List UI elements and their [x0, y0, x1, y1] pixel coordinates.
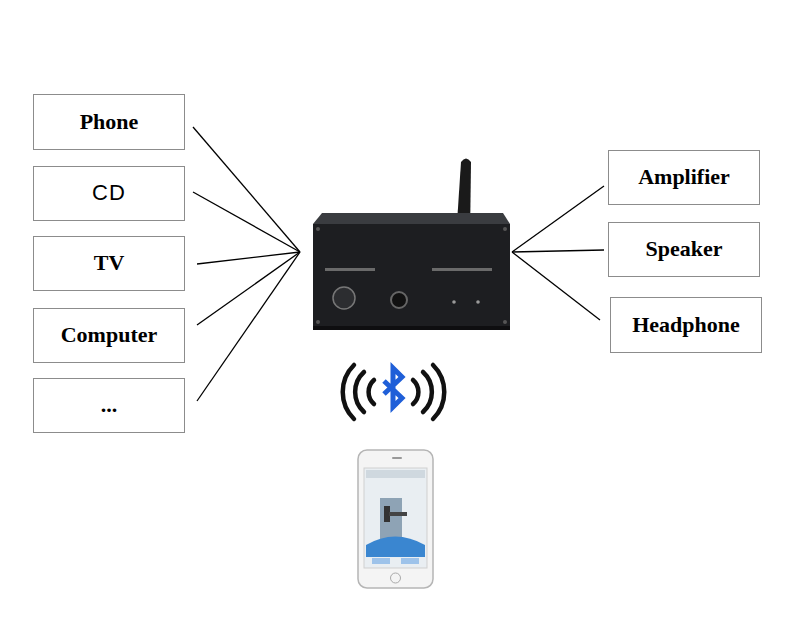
- phone-screen: [364, 468, 427, 568]
- device-box: Headphone: [610, 297, 762, 353]
- box-label: Computer: [61, 323, 158, 347]
- wire: [197, 252, 300, 325]
- led: [452, 300, 456, 304]
- door-handle: [389, 512, 407, 516]
- wave: [413, 380, 418, 404]
- device-top: [313, 213, 510, 224]
- wire: [193, 127, 300, 252]
- device-box: ...: [33, 378, 185, 433]
- led: [476, 300, 480, 304]
- phone-body: [358, 450, 433, 588]
- device-box: CD: [33, 166, 185, 221]
- box-label: CD: [92, 181, 126, 205]
- wave: [423, 372, 432, 412]
- app-bar: [366, 470, 425, 478]
- device-box: Amplifier: [608, 150, 760, 205]
- wave: [369, 380, 374, 404]
- screw: [316, 320, 320, 324]
- box-label: Speaker: [646, 237, 723, 261]
- screw: [503, 320, 507, 324]
- wire: [512, 186, 604, 252]
- bluetooth-rune: [384, 368, 402, 407]
- bluetooth-symbol: [343, 365, 445, 419]
- screw: [503, 227, 507, 231]
- device-box: Phone: [33, 94, 185, 150]
- box-label: ...: [101, 393, 118, 417]
- screw: [316, 227, 320, 231]
- box-label: Amplifier: [638, 165, 730, 189]
- audio-device: [313, 159, 510, 331]
- wave: [355, 372, 364, 412]
- wires: [193, 127, 604, 401]
- wave: [433, 365, 444, 419]
- wire: [193, 192, 300, 252]
- home-button: [391, 573, 401, 583]
- power-knob: [333, 287, 355, 309]
- device-box: TV: [33, 236, 185, 291]
- app-button: [372, 558, 390, 564]
- wire: [197, 252, 300, 401]
- wave: [343, 365, 354, 419]
- door-lock: [380, 498, 402, 540]
- wire: [512, 250, 604, 252]
- signal-waves: [343, 365, 445, 419]
- phone-speaker: [392, 457, 402, 459]
- box-label: Phone: [80, 110, 139, 134]
- device-front: [313, 224, 510, 330]
- device-box: Computer: [33, 308, 185, 363]
- device-box: Speaker: [608, 222, 760, 277]
- panel-print: [432, 268, 492, 271]
- smartphone: [358, 450, 433, 588]
- app-button: [401, 558, 419, 564]
- wire: [512, 252, 600, 320]
- box-label: TV: [94, 251, 125, 275]
- app-graphic: [366, 537, 425, 558]
- box-label: Headphone: [632, 313, 740, 337]
- device-base: [313, 326, 510, 330]
- panel-print: [325, 268, 375, 271]
- phone-jack: [391, 292, 407, 308]
